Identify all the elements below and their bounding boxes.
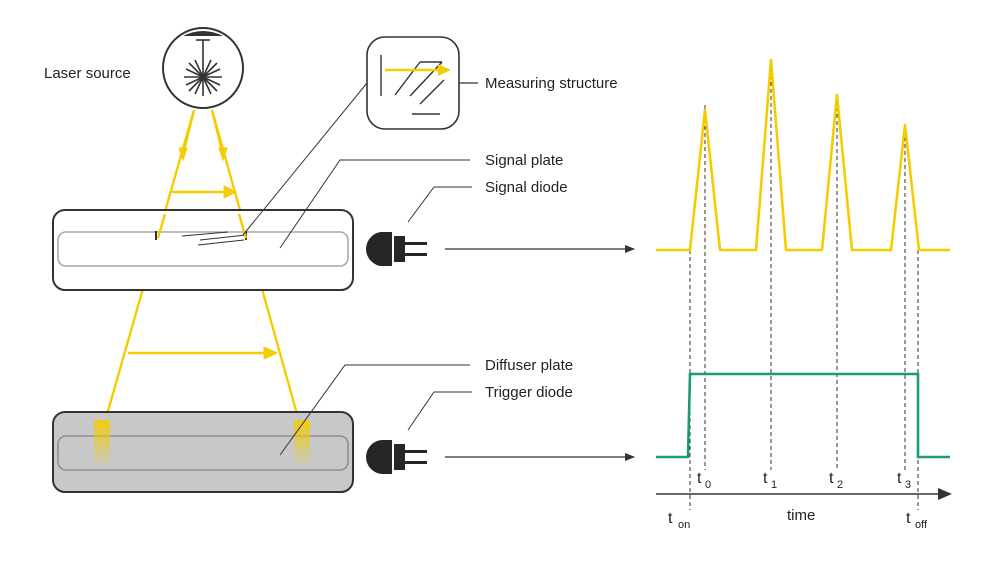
diffuser-plate [52, 411, 354, 493]
measuring-structure-mark [155, 231, 247, 246]
laser-icon [184, 39, 222, 96]
callout-leaders [242, 82, 470, 456]
diode-icon [366, 440, 427, 474]
laser-cap [183, 31, 223, 36]
tick-ton: t on [668, 510, 690, 531]
measuring-structure-label: Measuring structure [485, 75, 618, 92]
tick-sub: 2 [837, 479, 843, 491]
tick-base: t [668, 510, 673, 527]
tick-t2: t 2 [829, 470, 843, 491]
signal-diode [366, 186, 635, 266]
tick-base: t [906, 510, 911, 527]
time-axis-arrow [938, 488, 952, 500]
laser-source-label: Laser source [44, 65, 131, 82]
signal-plate-label: Signal plate [485, 152, 563, 169]
tick-sub: 0 [705, 479, 711, 491]
trigger-diode [366, 391, 635, 474]
trigger-diode-label: Trigger diode [485, 384, 573, 401]
tick-sub: 3 [905, 479, 911, 491]
beam-through-plate [156, 213, 248, 239]
diffuser-plate-label: Diffuser plate [485, 357, 573, 374]
tick-toff: t off [906, 510, 928, 531]
signal-plate [52, 209, 354, 291]
beam-arrows [128, 147, 279, 360]
timing-diagram: t on t 0 t 1 t 2 t 3 t off time [656, 58, 952, 531]
time-axis-label: time [787, 507, 815, 524]
tick-t1: t 1 [763, 470, 777, 491]
tick-base: t [763, 470, 768, 487]
beam-glow-right [294, 420, 310, 468]
diode-icon [366, 232, 427, 266]
tick-t0: t 0 [697, 470, 711, 491]
trigger-trace [656, 372, 950, 459]
tick-base: t [697, 470, 702, 487]
measuring-structure-callout: Measuring structure [366, 36, 618, 130]
tick-sub: off [915, 519, 928, 531]
tick-sub: on [678, 519, 690, 531]
tick-base: t [829, 470, 834, 487]
signal-trace [656, 58, 950, 252]
tick-t3: t 3 [897, 470, 911, 491]
tick-base: t [897, 470, 902, 487]
tick-sub: 1 [771, 479, 777, 491]
time-guides [689, 68, 919, 510]
beam-glow-left [94, 420, 110, 468]
laser-source: Laser source [44, 27, 244, 109]
signal-diode-label: Signal diode [485, 179, 568, 196]
